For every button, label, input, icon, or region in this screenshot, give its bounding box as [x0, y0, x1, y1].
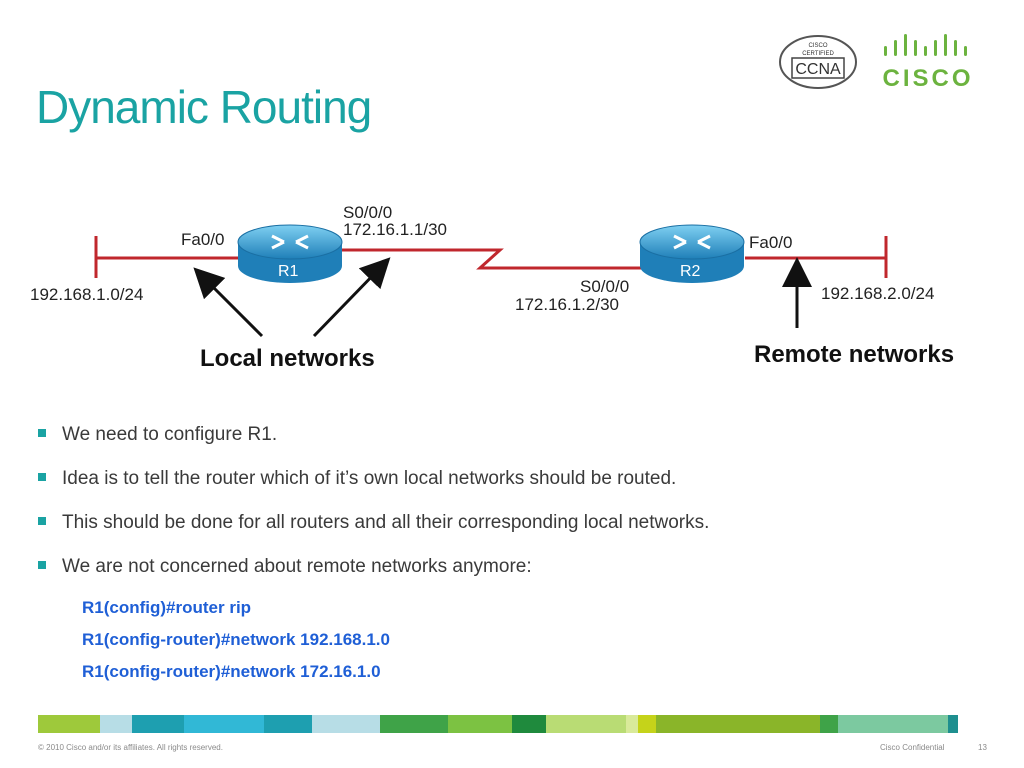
- router-r2-icon: [639, 224, 745, 283]
- confidential-text: Cisco Confidential: [880, 743, 945, 752]
- bullet-text: This should be done for all routers and …: [62, 512, 710, 533]
- command-line: R1(config)#router rip: [82, 598, 252, 617]
- router-r1-icon: [237, 224, 343, 283]
- bullet-square-icon: [38, 561, 46, 569]
- bullet-square-icon: [38, 517, 46, 525]
- r2-serial-label: S0/0/0: [580, 277, 630, 296]
- page-number: 13: [978, 743, 987, 752]
- cisco-wordmark: CISCO: [882, 65, 973, 92]
- badge-cisco-text: CISCO: [808, 43, 827, 49]
- r2-serial-ip: 172.16.1.2/30: [515, 295, 619, 314]
- cisco-logo: CISCO: [882, 34, 973, 92]
- ccna-badge-logo: CISCO CERTIFIED CCNA: [779, 35, 857, 89]
- slide-title: Dynamic Routing: [36, 81, 372, 133]
- bullet-item: We need to configure R1.: [38, 424, 998, 446]
- local-networks-caption: Local networks: [200, 345, 375, 372]
- r1-serial-label: S0/0/0: [343, 203, 393, 222]
- network-diagram: [94, 224, 888, 338]
- r2-lan-network: 192.168.2.0/24: [821, 284, 935, 303]
- bullet-square-icon: [38, 473, 46, 481]
- bullet-item: Idea is to tell the router which of it’s…: [38, 468, 998, 490]
- local-arrow-serial: [312, 257, 391, 338]
- bullet-text: We are not concerned about remote networ…: [62, 556, 532, 577]
- bullet-item: We are not concerned about remote networ…: [38, 556, 998, 578]
- badge-ccna-text: CCNA: [795, 61, 841, 78]
- r2-fa-label: Fa0/0: [749, 233, 793, 252]
- bullet-square-icon: [38, 429, 46, 437]
- bullet-list: We need to configure R1. Idea is to tell…: [38, 424, 998, 600]
- command-line: R1(config-router)#network 172.16.1.0: [82, 662, 381, 681]
- copyright-text: © 2010 Cisco and/or its affiliates. All …: [38, 743, 223, 752]
- r1-name: R1: [278, 263, 299, 280]
- remote-networks-caption: Remote networks: [754, 341, 955, 368]
- r1-fa-label: Fa0/0: [181, 230, 225, 249]
- serial-link: [340, 248, 650, 270]
- bullet-item: This should be done for all routers and …: [38, 512, 998, 534]
- command-list: R1(config)#router rip R1(config-router)#…: [82, 598, 390, 694]
- bullet-text: We need to configure R1.: [62, 424, 278, 445]
- r2-name: R2: [680, 263, 701, 280]
- bullet-text: Idea is to tell the router which of it’s…: [62, 468, 677, 489]
- local-arrow-lan: [193, 267, 264, 338]
- r1-serial-ip: 172.16.1.1/30: [343, 220, 447, 239]
- command-line: R1(config-router)#network 192.168.1.0: [82, 630, 390, 649]
- footer-color-stripe: [38, 715, 986, 733]
- r1-lan-network: 192.168.1.0/24: [30, 285, 144, 304]
- badge-certified-text: CERTIFIED: [802, 51, 834, 57]
